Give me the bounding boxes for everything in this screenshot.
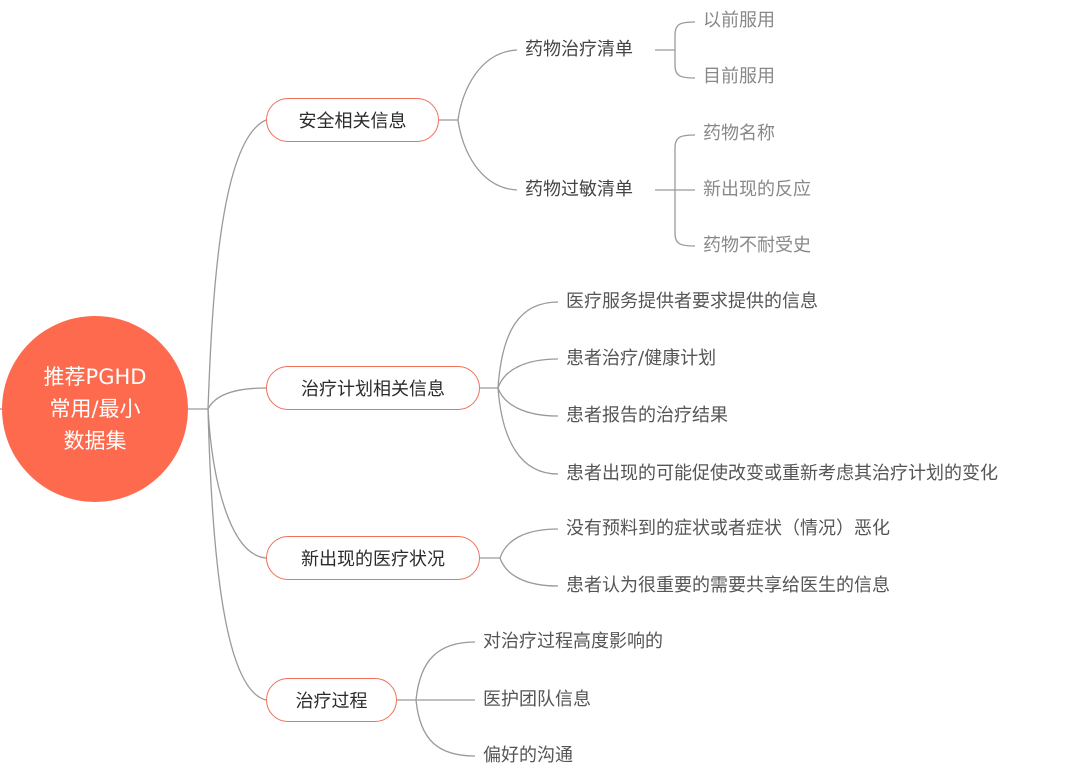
leaf-node[interactable]: 药物不耐受史	[703, 235, 811, 256]
root-line-1: 推荐PGHD	[43, 365, 147, 389]
leaf-node[interactable]: 患者报告的治疗结果	[566, 405, 728, 426]
leaf-node[interactable]: 患者治疗/健康计划	[566, 348, 717, 369]
leaf-node[interactable]: 以前服用	[703, 10, 775, 31]
leaf-node[interactable]: 新出现的反应	[703, 179, 811, 200]
root-node[interactable]: 推荐PGHD 常用/最小 数据集	[2, 316, 188, 502]
leaf-node[interactable]: 目前服用	[703, 66, 775, 87]
branch-safety-info[interactable]: 安全相关信息	[266, 98, 439, 142]
leaf-node[interactable]: 医疗服务提供者要求提供的信息	[566, 291, 818, 312]
root-line-2: 常用/最小	[49, 397, 141, 421]
sub-node-medication-list[interactable]: 药物治疗清单	[525, 39, 633, 60]
leaf-node[interactable]: 患者出现的可能促使改变或重新考虑其治疗计划的变化	[566, 463, 998, 484]
branch-label: 安全相关信息	[298, 111, 407, 132]
branch-treatment-plan-info[interactable]: 治疗计划相关信息	[266, 366, 480, 410]
branch-treatment-process[interactable]: 治疗过程	[266, 678, 397, 722]
root-line-3: 数据集	[63, 429, 127, 453]
leaf-node[interactable]: 医护团队信息	[483, 689, 591, 710]
leaf-node[interactable]: 对治疗过程高度影响的	[483, 631, 663, 652]
leaf-node[interactable]: 偏好的沟通	[483, 745, 573, 766]
leaf-node[interactable]: 没有预料到的症状或者症状（情况）恶化	[566, 518, 890, 539]
sub-node-allergy-list[interactable]: 药物过敏清单	[525, 179, 633, 200]
branch-label: 治疗过程	[295, 691, 368, 712]
branch-label: 治疗计划相关信息	[301, 379, 445, 400]
leaf-node[interactable]: 药物名称	[703, 123, 775, 144]
branch-new-medical-conditions[interactable]: 新出现的医疗状况	[266, 536, 480, 580]
leaf-node[interactable]: 患者认为很重要的需要共享给医生的信息	[566, 575, 890, 596]
branch-label: 新出现的医疗状况	[301, 549, 445, 570]
